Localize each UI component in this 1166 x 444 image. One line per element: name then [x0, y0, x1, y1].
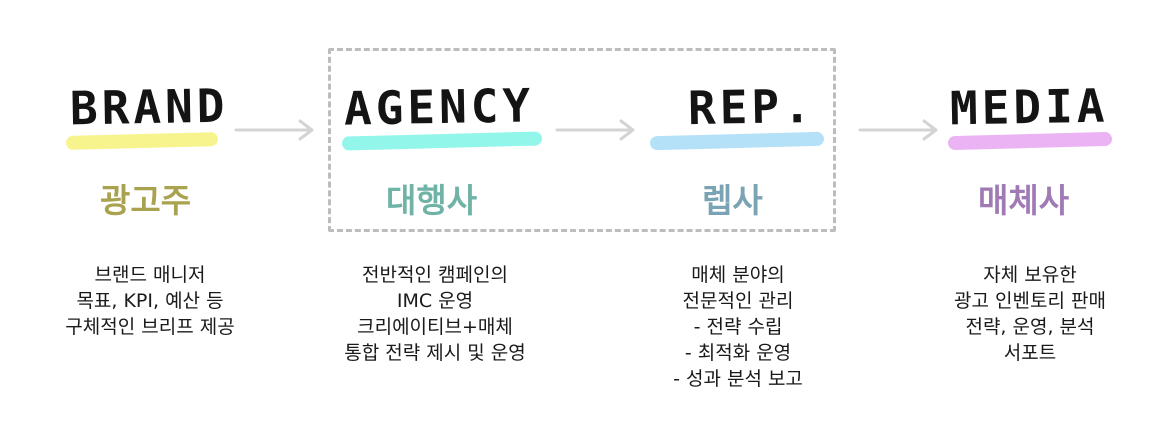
media-korean-label: 매체사: [978, 181, 1070, 220]
desc-line: - 성과 분석 보고: [673, 368, 803, 390]
agency-description: 전반적인 캠페인의 IMC 운영 크리에이티브+매체 통합 전략 제시 및 운영: [330, 262, 540, 366]
desc-line: 목표, KPI, 예산 등: [76, 290, 224, 312]
arrow-agency-to-rep: [555, 119, 635, 141]
desc-line: 전문적인 관리: [682, 290, 794, 312]
desc-line: - 전략 수립: [693, 316, 783, 338]
desc-line: 자체 보유한: [983, 264, 1077, 286]
desc-line: 브랜드 매니저: [94, 264, 206, 286]
desc-line: 구체적인 브리프 제공: [65, 316, 235, 338]
agency-title: AGENCY: [343, 78, 535, 136]
brand-korean-label: 광고주: [100, 181, 192, 220]
arrow-brand-to-agency: [234, 119, 314, 141]
desc-line: - 최적화 운영: [684, 342, 792, 364]
media-description: 자체 보유한 광고 인벤토리 판매 전략, 운영, 분석 서포트: [930, 262, 1130, 366]
desc-line: 통합 전략 제시 및 운영: [344, 342, 526, 364]
brand-title: BRAND: [69, 78, 229, 136]
media-title: MEDIA: [949, 78, 1109, 136]
rep-description: 매체 분야의 전문적인 관리 - 전략 수립 - 최적화 운영 - 성과 분석 …: [648, 262, 828, 392]
desc-line: 매체 분야의: [691, 264, 785, 286]
rep-title: REP.: [687, 78, 816, 136]
desc-line: 전반적인 캠페인의: [362, 264, 508, 286]
agency-rep-group-box: [328, 48, 836, 232]
desc-line: 서포트: [1003, 342, 1057, 364]
desc-line: 전략, 운영, 분석: [965, 316, 1095, 338]
desc-line: 크리에이티브+매체: [357, 316, 513, 338]
arrow-rep-to-media: [858, 119, 938, 141]
brand-description: 브랜드 매니저 목표, KPI, 예산 등 구체적인 브리프 제공: [50, 262, 250, 340]
desc-line: IMC 운영: [396, 290, 474, 312]
rep-korean-label: 렙사: [702, 181, 763, 220]
agency-korean-label: 대행사: [386, 181, 478, 220]
desc-line: 광고 인벤토리 판매: [954, 290, 1106, 312]
